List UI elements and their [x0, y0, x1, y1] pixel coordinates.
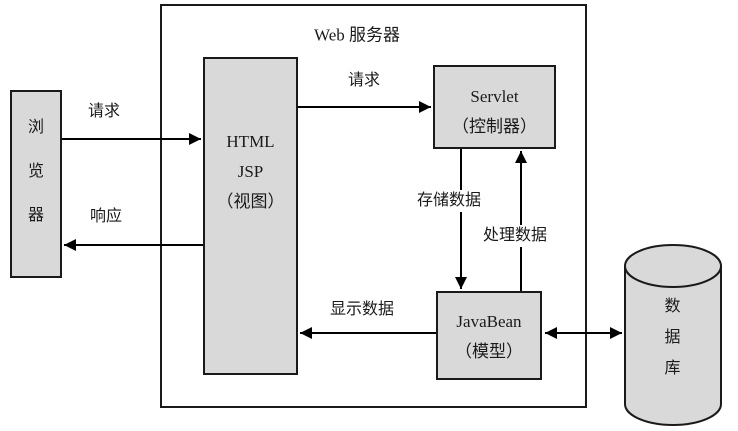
servlet-node: Servlet （控制器） — [433, 65, 556, 149]
javabean-node: JavaBean （模型） — [436, 291, 542, 380]
edge-label-response: 响应 — [85, 206, 127, 228]
servlet-node-label: Servlet — [470, 87, 519, 106]
database-node: 数 据 库 — [624, 245, 721, 425]
database-node-label-char: 据 — [664, 329, 681, 346]
browser-node-label-char: 器 — [27, 207, 44, 224]
javabean-node-label: （模型） — [455, 342, 523, 361]
browser-node: 浏 览 器 — [10, 90, 62, 278]
edge-label-request-1: 请求 — [83, 101, 125, 123]
browser-node-label-char: 浏 — [27, 119, 44, 136]
servlet-node-label: （控制器） — [452, 117, 537, 136]
browser-node-label-char: 览 — [27, 163, 44, 180]
javabean-node-label: JavaBean — [456, 312, 522, 331]
edge-label-process-data: 处理数据 — [478, 225, 552, 247]
view-node-label: HTML — [226, 132, 275, 151]
edge-label-display-data: 显示数据 — [325, 299, 399, 321]
view-node: HTML JSP （视图） — [203, 57, 298, 375]
database-node-label-char: 库 — [664, 360, 681, 377]
view-node-label: JSP — [237, 162, 264, 181]
web-server-title: Web 服务器 — [312, 20, 402, 46]
view-node-label: （视图） — [216, 192, 285, 211]
database-node-label-char: 数 — [664, 298, 681, 315]
edge-label-store-data: 存储数据 — [412, 190, 486, 212]
web-server-boundary — [160, 4, 587, 408]
edge-label-request-2: 请求 — [343, 70, 385, 92]
database-cylinder-icon — [624, 244, 722, 426]
